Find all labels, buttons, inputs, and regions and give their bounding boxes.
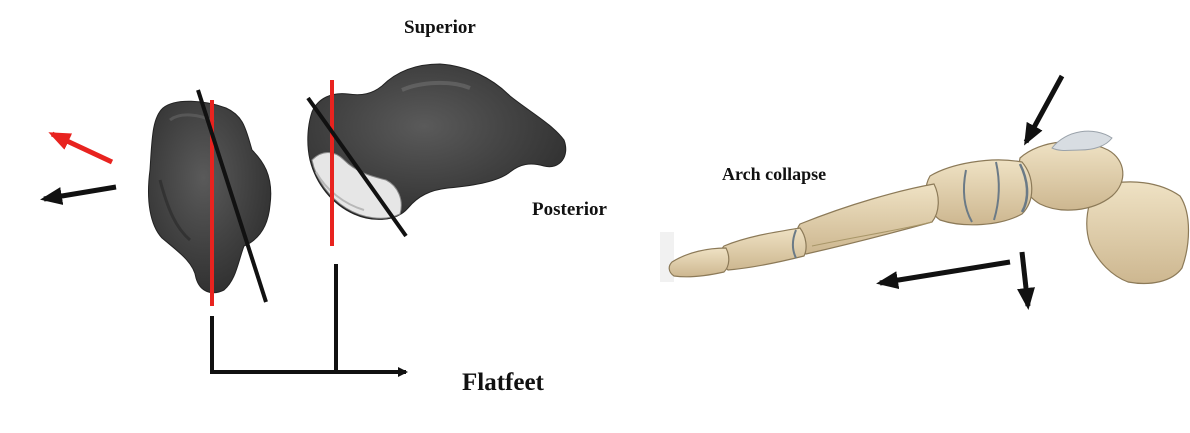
label-posterior: Posterior xyxy=(532,200,607,219)
rotation-arrow-red xyxy=(52,134,112,162)
talus-lateral-view-icon xyxy=(308,64,566,219)
forefoot-abduction-arrow xyxy=(880,262,1010,283)
foot-skeleton-icon xyxy=(660,131,1189,283)
load-arrow-downward xyxy=(1026,76,1062,142)
label-flatfeet: Flatfeet xyxy=(462,370,544,395)
translation-arrow-black xyxy=(44,187,116,199)
label-superior: Superior xyxy=(404,18,476,37)
flatfeet-bracket xyxy=(210,264,406,372)
label-arch-collapse: Arch collapse xyxy=(722,165,826,183)
heel-drop-arrow xyxy=(1022,252,1028,306)
